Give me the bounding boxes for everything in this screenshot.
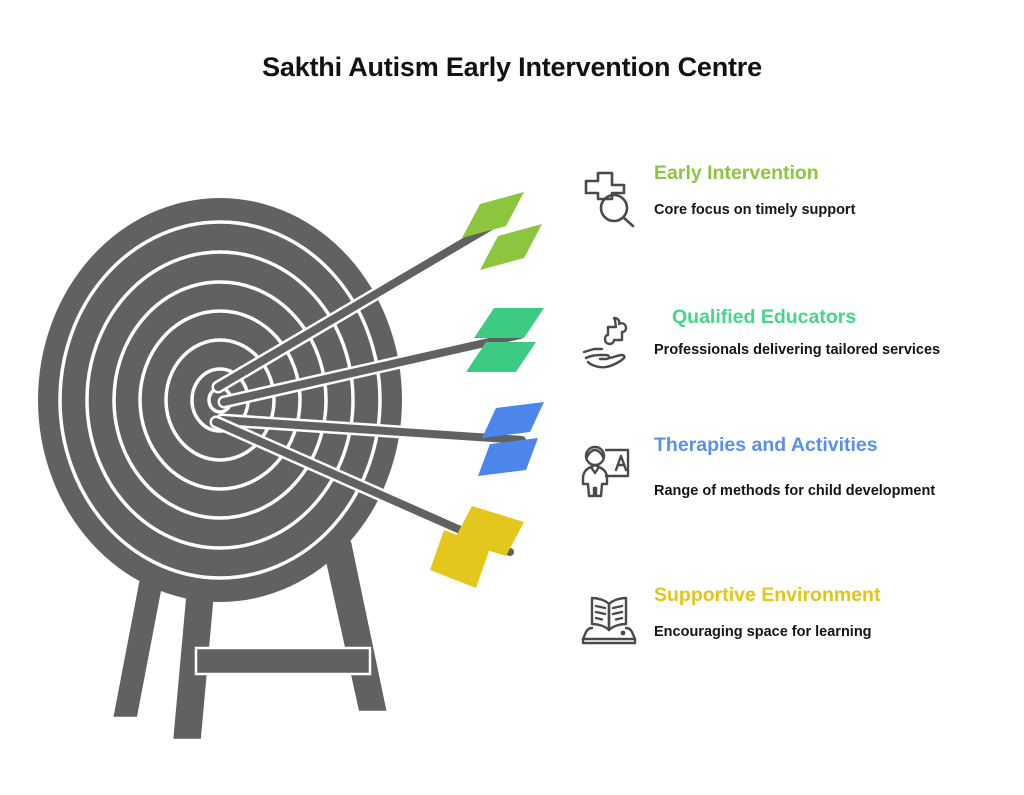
arrow-green xyxy=(211,192,542,394)
page-title: Sakthi Autism Early Intervention Centre xyxy=(262,52,762,82)
feature-heading: Therapies and Activities xyxy=(654,434,878,456)
feature-heading: Early Intervention xyxy=(654,162,819,184)
arrow-yellow xyxy=(209,415,524,588)
hand-puzzle-piece-icon xyxy=(578,312,640,374)
arrow-blue xyxy=(215,402,544,476)
feature-item-early-intervention[interactable]: Early Intervention Core focus on timely … xyxy=(572,160,1012,256)
feature-item-therapies-activities[interactable]: Therapies and Activities Range of method… xyxy=(572,432,1012,528)
arrows xyxy=(209,192,544,588)
arrow-emerald xyxy=(217,308,544,409)
open-book-stand-icon xyxy=(578,590,640,652)
teacher-board-icon xyxy=(578,440,640,502)
feature-description: Professionals delivering tailored servic… xyxy=(654,342,941,358)
archery-target-illustration xyxy=(20,140,580,760)
cross-magnifier-icon xyxy=(578,168,640,230)
feature-item-qualified-educators[interactable]: Qualified Educators Professionals delive… xyxy=(572,304,1012,400)
feature-description: Range of methods for child development xyxy=(654,483,936,499)
feature-item-supportive-environment[interactable]: Supportive Environment Encouraging space… xyxy=(572,582,1012,678)
feature-heading: Qualified Educators xyxy=(672,306,857,328)
feature-description: Core focus on timely support xyxy=(654,202,856,218)
feature-heading: Supportive Environment xyxy=(654,584,881,606)
feature-description: Encouraging space for learning xyxy=(654,624,872,640)
